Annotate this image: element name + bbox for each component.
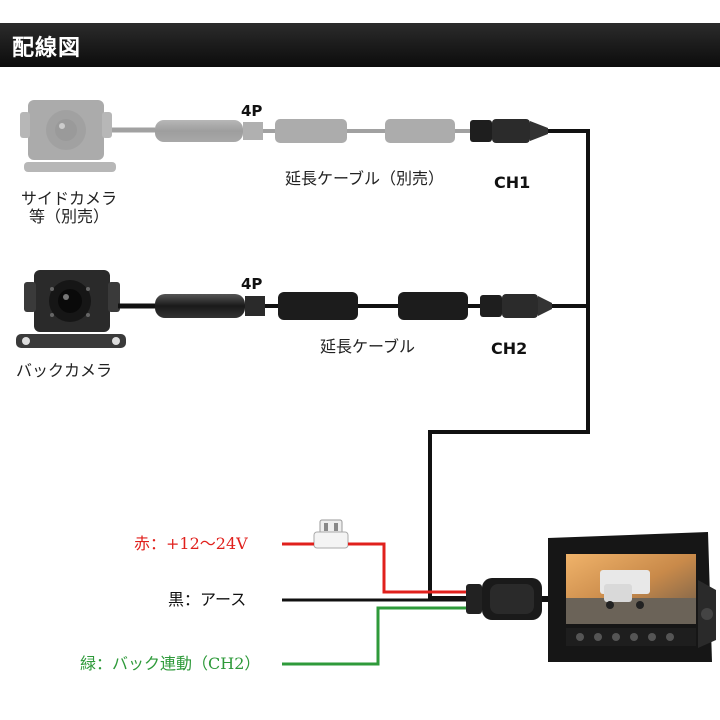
ch1-connector xyxy=(470,119,548,143)
red-wire-label: 赤：+12〜24V xyxy=(134,534,248,553)
extension-cable-label: 延長ケーブル xyxy=(320,337,416,356)
side-camera-label: サイドカメラ 等（別売） xyxy=(4,190,134,226)
side-camera-label-line2: 等（別売） xyxy=(28,207,109,226)
side-camera-label-line1: サイドカメラ xyxy=(20,189,117,208)
page-title: 配線図 xyxy=(12,36,82,61)
back-camera-icon xyxy=(16,270,126,348)
section-header: 配線図 xyxy=(0,23,720,67)
green-wire-label: 緑：バック連動（CH2） xyxy=(80,654,261,673)
black-wire-label: 黒：アース xyxy=(168,590,247,609)
back-camera-connector-label: 4P xyxy=(241,275,263,293)
red-wire xyxy=(348,542,470,594)
ch2-connector xyxy=(480,294,552,318)
side-camera-icon xyxy=(20,100,116,172)
monitor-icon xyxy=(548,532,716,662)
extension-cable-plug-b xyxy=(398,292,468,320)
side-camera-row xyxy=(20,100,470,172)
extension-cable-optional-label: 延長ケーブル（別売） xyxy=(285,169,445,188)
back-camera-label: バックカメラ xyxy=(16,361,113,380)
side-cable-sleeve xyxy=(155,120,243,142)
ch1-trunk-wire xyxy=(428,129,590,600)
fuse-icon xyxy=(313,519,349,549)
monitor-cable-plug xyxy=(466,578,542,620)
ch2-label: CH2 xyxy=(491,339,528,358)
back-cable-sleeve xyxy=(155,294,245,318)
extension-cable-plug-a xyxy=(278,292,358,320)
side-camera-connector-label: 4P xyxy=(241,102,263,120)
green-wire xyxy=(282,606,470,666)
ch1-label: CH1 xyxy=(494,173,531,192)
